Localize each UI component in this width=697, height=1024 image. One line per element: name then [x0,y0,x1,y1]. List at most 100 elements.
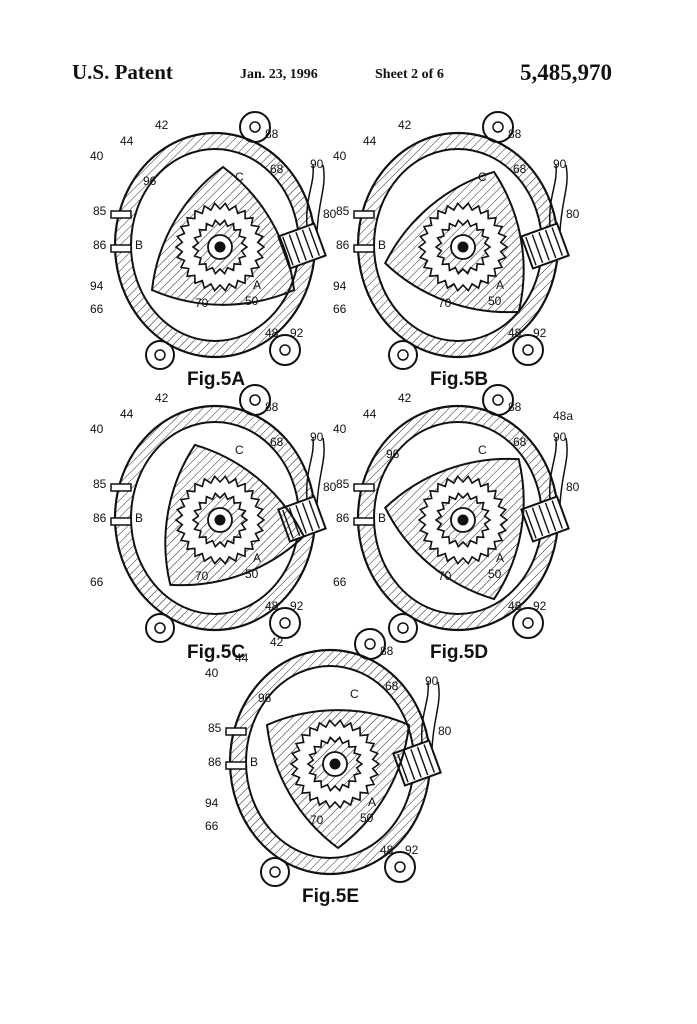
reference-label: 94 [90,279,104,293]
bolt-hole [279,344,291,356]
reference-label: 40 [333,149,347,163]
reference-label: 66 [90,575,104,589]
reference-label: 92 [290,599,304,613]
shaft-center [329,758,341,770]
reference-label: 90 [310,430,324,444]
spark-plug-thread [410,749,422,778]
reference-label: C [235,170,244,184]
reference-label: 68 [513,435,527,449]
reference-label: 70 [195,569,209,583]
exhaust-port [110,517,132,526]
reference-label: 94 [205,796,219,810]
bolt-hole [269,866,281,878]
reference-label: 48a [553,409,573,423]
reference-label: B [378,238,386,252]
reference-label: 96 [386,447,400,461]
spark-plug-thread [308,500,321,529]
reference-label: C [350,687,359,701]
reference-label: 68 [513,162,527,176]
figure-5e: 40424448506668708085868890929496ABCFig.5… [205,628,452,907]
spark-plug-thread [538,505,550,534]
reference-label: 50 [245,567,259,581]
bolt-hole [394,861,406,873]
reference-label: 86 [208,755,222,769]
reference-label: 66 [333,302,347,316]
bolt-hole [154,622,166,634]
spark-plug-thread [301,229,314,259]
spark-plug-thread [423,744,436,773]
patent-label: U.S. Patent [72,60,173,84]
reference-label: 88 [508,400,522,414]
reference-label: 88 [265,127,279,141]
reference-label: 48 [508,326,522,340]
reference-label: 66 [333,575,347,589]
spark-plug-thread [531,234,544,264]
exhaust-port [353,517,375,526]
bolt-hole [492,121,504,133]
patent-number: 5,485,970 [520,60,612,85]
reference-label: 90 [553,430,567,444]
spark-plug-thread [551,227,564,256]
bolt-hole [364,638,376,650]
reference-label: 48 [508,599,522,613]
reference-label: 85 [336,204,350,218]
reference-label: 80 [566,480,580,494]
bolt-hole [492,394,504,406]
reference-label: 50 [488,294,502,308]
reference-label: 85 [93,477,107,491]
reference-label: 66 [90,302,104,316]
reference-label: 44 [363,134,377,148]
reference-label: 40 [90,422,104,436]
shaft-center [214,514,226,526]
reference-label: 70 [438,296,452,310]
bolt-hole [522,344,534,356]
spark-plug-thread [531,507,544,537]
intake-port [353,483,375,492]
ignition-wire [305,164,315,228]
reference-label: 90 [425,674,439,688]
spark-plug-thread [551,500,564,529]
reference-label: 50 [245,294,259,308]
sheet-number: Sheet 2 of 6 [375,67,444,82]
bolt-hole [249,121,261,133]
reference-label: 92 [533,599,547,613]
figure-caption: Fig.5D [430,642,488,663]
figure-5d: 4042444848a5066687080858688909296ABCFig.… [333,384,580,663]
ignition-wire [559,164,568,232]
exhaust-port [225,761,247,770]
sheet-header: U.S. Patent Jan. 23, 1996 Sheet 2 of 6 5… [0,0,697,120]
reference-label: B [135,511,143,525]
shaft-center [214,241,226,253]
figure-caption: Fig.5A [187,369,245,390]
reference-label: 68 [385,679,399,693]
ignition-wire [316,437,325,505]
reference-label: 88 [380,644,394,658]
reference-label: 90 [310,157,324,171]
reference-label: 92 [405,843,419,857]
bolt-hole [397,349,409,361]
figure-5a: 40424448506668708085868890929496ABCFig.5… [90,111,337,390]
reference-label: 44 [120,407,134,421]
ignition-wire [548,437,558,501]
spark-plug-thread [544,502,557,532]
reference-label: B [378,511,386,525]
reference-label: 94 [333,279,347,293]
bolt-hole [154,349,166,361]
spark-plug-thread [403,751,416,781]
ignition-wire [305,437,315,501]
reference-label: A [253,551,261,565]
reference-label: 68 [270,435,284,449]
ignition-wire [559,437,568,505]
reference-label: 40 [90,149,104,163]
figure-caption: Fig.5C [187,642,245,663]
reference-label: A [496,278,504,292]
reference-label: 85 [93,204,107,218]
spark-plug-thread [416,746,429,776]
reference-label: 90 [553,157,567,171]
shaft-center [457,514,469,526]
spark-plug-thread [301,502,314,532]
reference-label: 70 [310,813,324,827]
spark-plug-thread [525,509,537,539]
